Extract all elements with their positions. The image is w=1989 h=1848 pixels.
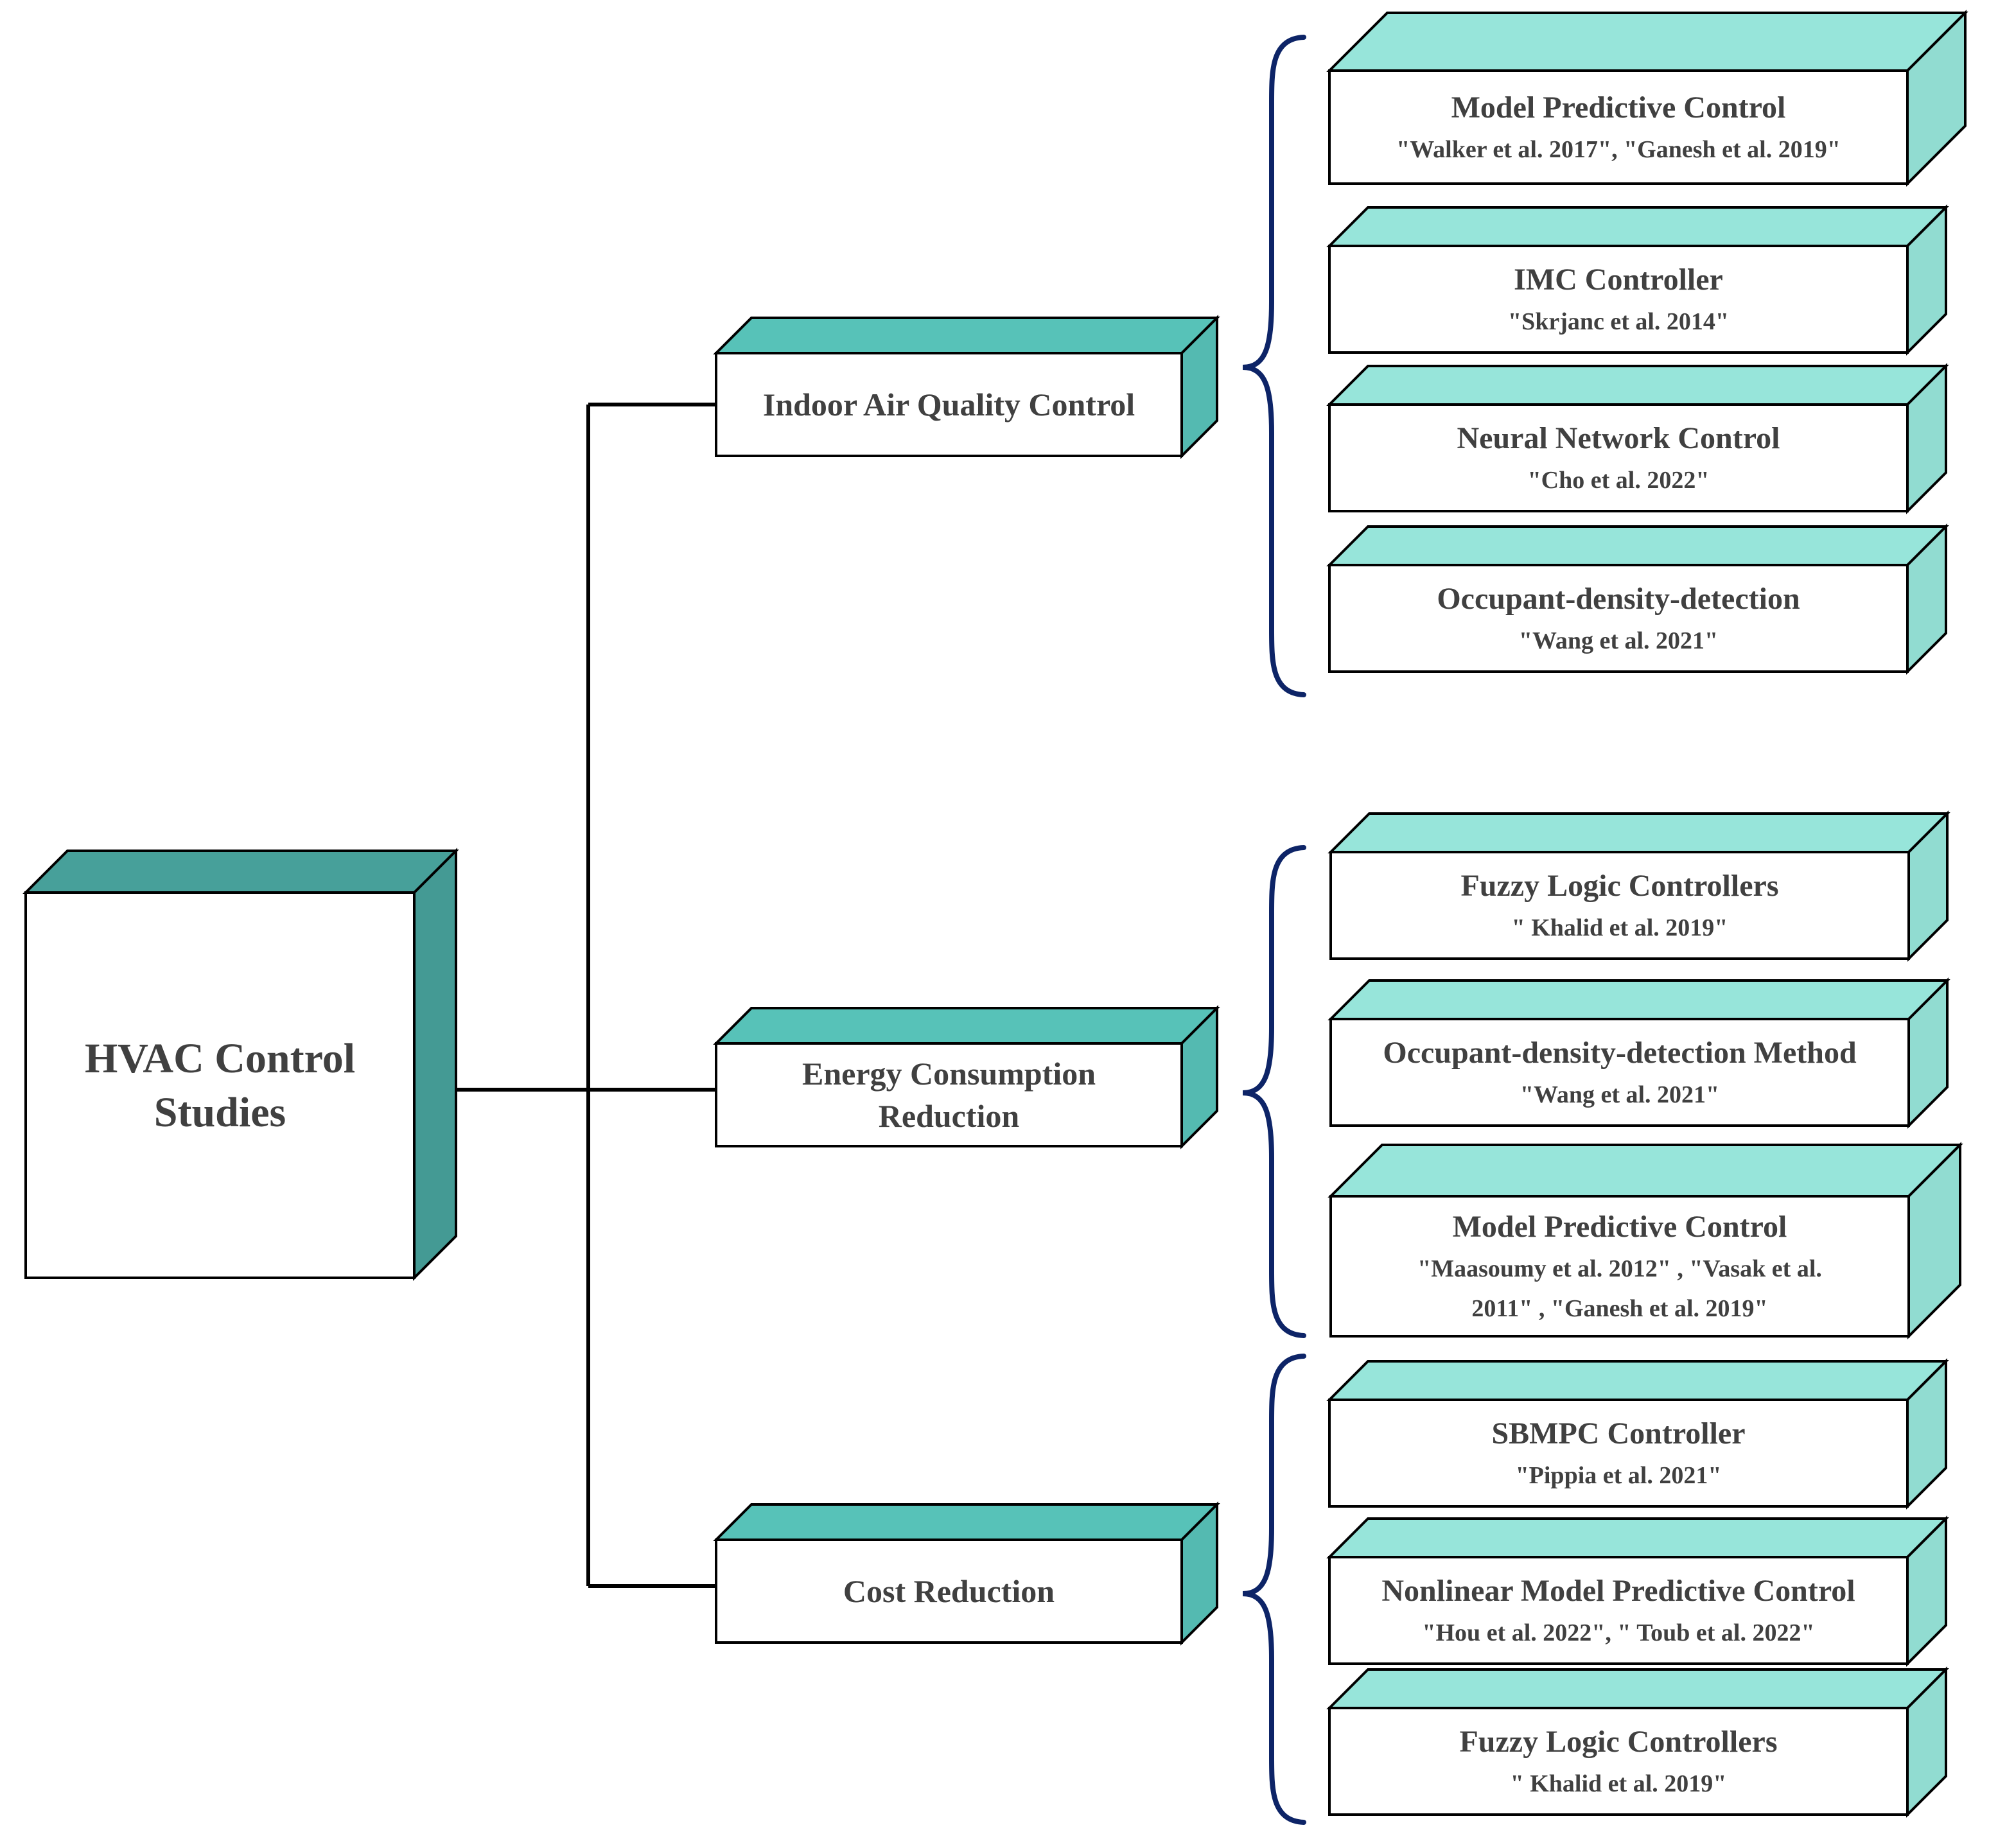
method-title: Neural Network Control (1457, 421, 1780, 455)
method-title: IMC Controller (1514, 263, 1723, 297)
connector-lines (437, 403, 719, 1588)
category-box-0-top-face (713, 317, 1220, 354)
method-box-9-front-face (1328, 1707, 1909, 1816)
brace-energy (1242, 845, 1306, 1338)
method-reference: "Wang et al. 2021" (1519, 627, 1718, 654)
method-box-2-front-face (1328, 403, 1909, 512)
method-reference: " Khalid et al. 2019" (1511, 1770, 1727, 1797)
root-title-line: HVAC Control (85, 1035, 355, 1082)
method-title: Fuzzy Logic Controllers (1459, 1725, 1777, 1759)
root-box-top-face (22, 850, 459, 894)
method-title: Occupant-density-detection Method (1383, 1036, 1857, 1070)
method-box-6-top-face (1327, 1144, 1963, 1198)
method-box-4 (1327, 810, 1950, 962)
method-box-2-top-face (1326, 365, 1949, 406)
method-box-3-front-face (1328, 564, 1909, 673)
method-box-6 (1327, 1142, 1963, 1339)
method-title: Occupant-density-detection (1437, 582, 1800, 616)
method-box-0 (1326, 10, 1968, 187)
category-box-2-front-face (715, 1539, 1183, 1644)
method-box-1-top-face (1326, 206, 1949, 247)
method-box-4-front-face (1329, 851, 1910, 960)
method-box-8-front-face (1328, 1556, 1909, 1665)
method-box-5-front-face (1329, 1018, 1910, 1127)
method-box-9-top-face (1326, 1668, 1949, 1709)
brace-cost (1242, 1354, 1306, 1825)
category-box-0-front-face (715, 352, 1183, 457)
method-box-1 (1326, 204, 1949, 356)
method-reference: "Pippia et al. 2021" (1516, 1462, 1722, 1489)
root-box-front-face (24, 891, 416, 1279)
method-box-8 (1326, 1515, 1949, 1667)
method-reference: "Wang et al. 2021" (1520, 1081, 1719, 1108)
method-box-0-top-face (1326, 12, 1968, 72)
method-title: Fuzzy Logic Controllers (1460, 869, 1778, 903)
method-nodes: Model Predictive Control "Walker et al. 2… (1326, 10, 1968, 1818)
method-box-5-top-face (1327, 979, 1950, 1020)
method-box-7-top-face (1326, 1360, 1949, 1401)
method-reference: "Cho et al. 2022" (1528, 467, 1710, 494)
category-label: Reduction (879, 1098, 1020, 1134)
method-title: Nonlinear Model Predictive Control (1381, 1574, 1855, 1608)
category-box-0 (713, 315, 1220, 459)
method-reference: "Skrjanc et al. 2014" (1508, 308, 1729, 335)
root-title-line: Studies (154, 1089, 286, 1136)
brace-indoor-air (1242, 35, 1306, 697)
method-box-8-top-face (1326, 1517, 1949, 1558)
method-box-3-top-face (1326, 525, 1949, 566)
category-box-1 (713, 1005, 1220, 1149)
method-box-2 (1326, 363, 1949, 514)
category-label: Cost Reduction (843, 1573, 1055, 1609)
method-title: SBMPC Controller (1491, 1417, 1745, 1451)
category-box-2-top-face (713, 1503, 1220, 1541)
method-box-6-front-face (1329, 1195, 1910, 1338)
method-reference: "Hou et al. 2022", " Toub et al. 2022" (1422, 1619, 1814, 1646)
category-box-1-top-face (713, 1007, 1220, 1045)
method-box-4-top-face (1327, 812, 1950, 853)
method-title: Model Predictive Control (1453, 1210, 1787, 1244)
method-reference: "Maasoumy et al. 2012" , "Vasak et al. (1417, 1255, 1822, 1282)
category-label: Energy Consumption (802, 1056, 1096, 1092)
method-reference: 2011" , "Ganesh et al. 2019" (1471, 1295, 1767, 1322)
category-box-1-front-face (715, 1042, 1183, 1147)
category-label: Indoor Air Quality Control (763, 387, 1135, 423)
braces (1242, 35, 1306, 1825)
method-reference: "Walker et al. 2017", "Ganesh et al. 201… (1396, 136, 1841, 163)
method-box-3 (1326, 523, 1949, 675)
method-box-9 (1326, 1666, 1949, 1818)
method-box-1-front-face (1328, 245, 1909, 354)
root-box-side-face (413, 848, 457, 1281)
method-box-5 (1327, 977, 1950, 1129)
category-box-2 (713, 1501, 1220, 1646)
method-box-0-front-face (1328, 69, 1909, 185)
method-box-7 (1326, 1358, 1949, 1510)
method-box-7-front-face (1328, 1399, 1909, 1508)
method-title: Model Predictive Control (1451, 91, 1786, 125)
root-box (22, 848, 459, 1281)
method-reference: " Khalid et al. 2019" (1512, 914, 1728, 941)
